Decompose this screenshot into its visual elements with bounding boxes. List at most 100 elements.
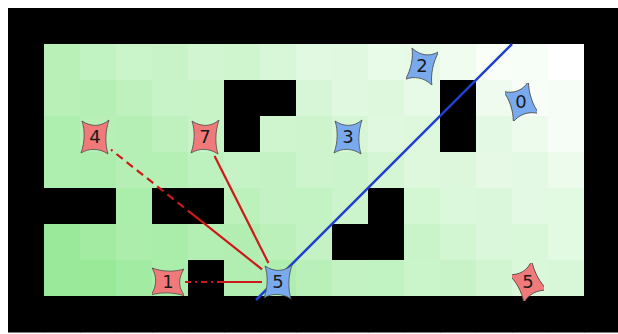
grid-cell: [296, 188, 333, 225]
grid-cell: [152, 152, 189, 189]
grid-cell: [44, 188, 81, 225]
grid-cell: [548, 80, 585, 117]
grid-cell: [188, 152, 225, 189]
grid-cell: [548, 8, 585, 45]
grid-cell: [260, 152, 297, 189]
robot-number: 3: [342, 128, 353, 146]
grid-cell: [332, 8, 369, 45]
grid-cell: [440, 8, 477, 45]
robot-body: [334, 120, 362, 154]
grid-cell: [188, 80, 225, 117]
robot-marker: 1: [152, 263, 184, 301]
grid-cell: [512, 8, 549, 45]
grid-cell: [116, 296, 153, 333]
grid-cell: [440, 188, 477, 225]
grid-cell: [8, 188, 45, 225]
grid-cell: [260, 44, 297, 81]
pass-line: [184, 281, 262, 283]
grid-cell: [584, 152, 618, 189]
grid-cell: [296, 8, 333, 45]
grid-cell: [188, 44, 225, 81]
grid-cell: [296, 44, 333, 81]
grid-cell: [188, 296, 225, 333]
grid-cell: [8, 8, 45, 45]
grid-cell: [224, 116, 261, 153]
grid-cell: [296, 152, 333, 189]
grid-cell: [440, 44, 477, 81]
grid-cell: [80, 296, 117, 333]
robot-number: 5: [272, 273, 283, 291]
grid-cell: [476, 224, 513, 261]
grid-cell: [368, 8, 405, 45]
grid-cell: [476, 152, 513, 189]
grid-cell: [548, 116, 585, 153]
grid-cell: [368, 296, 405, 333]
grid-cell: [584, 188, 618, 225]
grid-cell: [224, 80, 261, 117]
grid-cell: [368, 188, 405, 225]
grid-cell: [152, 224, 189, 261]
grid-cell: [512, 152, 549, 189]
pass-line: [111, 150, 262, 270]
grid-cell: [368, 80, 405, 117]
grid-cell: [584, 116, 618, 153]
grid-cell: [44, 260, 81, 297]
grid-cell: [512, 224, 549, 261]
grid-cell: [8, 224, 45, 261]
grid-cell: [260, 80, 297, 117]
grid-cell: [116, 224, 153, 261]
grid-cell: [44, 80, 81, 117]
grid-cell: [152, 8, 189, 45]
grid-cell: [44, 224, 81, 261]
grid-cell: [548, 296, 585, 333]
grid-cell: [44, 296, 81, 333]
robot-marker: 5: [262, 263, 294, 301]
robot-number: 2: [416, 57, 427, 75]
grid-cell: [260, 188, 297, 225]
grid-cell: [224, 152, 261, 189]
grid-cell: [80, 44, 117, 81]
grid-cell: [404, 8, 441, 45]
grid-cell: [296, 260, 333, 297]
grid-cell: [116, 116, 153, 153]
grid-cell: [368, 224, 405, 261]
robot-marker: 0: [505, 83, 537, 121]
grid-cell: [548, 152, 585, 189]
grid-cell: [404, 188, 441, 225]
grid-cell: [188, 224, 225, 261]
grid-cell: [8, 80, 45, 117]
robot-number: 1: [162, 273, 173, 291]
grid-cell: [296, 296, 333, 333]
grid-cell: [332, 80, 369, 117]
grid-cell: [224, 44, 261, 81]
direction-line: [256, 44, 512, 300]
grid-cell: [44, 44, 81, 81]
grid-cell: [8, 296, 45, 333]
grid-cell: [548, 44, 585, 81]
grid-cell: [296, 116, 333, 153]
grid-cell: [116, 260, 153, 297]
grid-cell: [152, 296, 189, 333]
grid-cell: [80, 152, 117, 189]
grid-cell: [332, 152, 369, 189]
grid-cell: [404, 260, 441, 297]
grid-cell: [404, 80, 441, 117]
grid-cell: [224, 188, 261, 225]
grid-cell: [476, 188, 513, 225]
robot-body: [152, 268, 184, 296]
robot-body: [264, 265, 292, 299]
grid-cell: [476, 296, 513, 333]
grid-cell: [80, 260, 117, 297]
grid-cell: [368, 116, 405, 153]
grid-cell: [8, 260, 45, 297]
robot-marker: 2: [406, 47, 438, 85]
grid-cell: [440, 116, 477, 153]
grid-cell: [116, 188, 153, 225]
grid-cell: [260, 8, 297, 45]
grid-cell: [8, 152, 45, 189]
robot-body: [191, 120, 219, 154]
robot-marker: 4: [79, 118, 111, 156]
grid-cell: [404, 224, 441, 261]
robot-number: 0: [515, 93, 526, 111]
